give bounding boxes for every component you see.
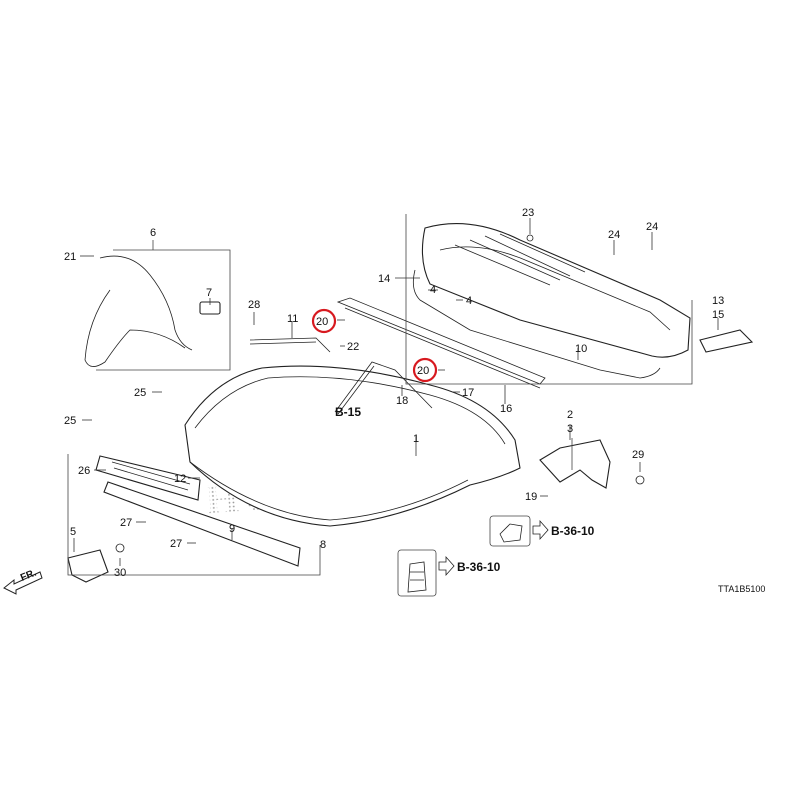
- callout-6: 6: [150, 227, 156, 239]
- callout-23: 23: [522, 207, 534, 219]
- group-frame-14: [405, 214, 693, 385]
- callout-16: 16: [500, 403, 512, 415]
- callout-20a: 20: [316, 316, 328, 328]
- reference-b-36-10-upper: B-36-10: [551, 524, 595, 538]
- arrow-to-b36-10-upper: [532, 519, 549, 541]
- callout-12: 12: [174, 473, 186, 485]
- arrow-to-b36-10-lower: [438, 555, 455, 577]
- callout-13: 13: [712, 295, 724, 307]
- reference-b-36-10-lower: B-36-10: [457, 560, 501, 574]
- callout-9: 9: [229, 523, 235, 535]
- callout-30: 30: [114, 567, 126, 579]
- callout-19: 19: [525, 491, 537, 503]
- hood-hinge: [539, 439, 645, 489]
- callout-28: 28: [248, 299, 260, 311]
- bumper-stop-icon: [397, 549, 437, 597]
- callout-18: 18: [396, 395, 408, 407]
- callout-25a: 25: [134, 387, 146, 399]
- callout-2: 2: [567, 409, 573, 421]
- callout-17: 17: [462, 387, 474, 399]
- group-frame-6: [96, 240, 231, 371]
- callout-27a: 27: [120, 517, 132, 529]
- callout-10: 10: [575, 343, 587, 355]
- reference-b-15: B-15: [335, 405, 361, 419]
- hood-latch: [67, 543, 125, 583]
- callout-14: 14: [378, 273, 390, 285]
- front-direction-arrow: FR.: [3, 567, 43, 595]
- group-frame-8: [67, 454, 321, 576]
- callout-4b: 4: [466, 295, 472, 307]
- callout-7: 7: [206, 287, 212, 299]
- callout-1: 1: [413, 433, 419, 445]
- hood-seal-strip: [336, 297, 546, 389]
- clip-icon-a: [489, 515, 531, 547]
- hood-release-cable: [84, 255, 221, 367]
- cowl-side-cover: [699, 329, 754, 353]
- callout-24a: 24: [608, 229, 620, 241]
- callout-27b: 27: [170, 538, 182, 550]
- cowl-top-panel: [412, 223, 691, 379]
- callout-5: 5: [70, 526, 76, 538]
- callout-3: 3: [567, 423, 573, 435]
- callout-15: 15: [712, 309, 724, 321]
- highlight-circle-20-upper: [311, 308, 337, 334]
- callout-numbers: 1 2 3 4 4 5 6 7 8 9 10 11 12 13 14 15 16…: [64, 207, 724, 579]
- callout-25b: 25: [64, 415, 76, 427]
- callout-26: 26: [78, 465, 90, 477]
- callout-8: 8: [320, 539, 326, 551]
- callout-24b: 24: [646, 221, 658, 233]
- callout-11: 11: [287, 313, 298, 325]
- highlight-circle-20-lower: [412, 357, 438, 383]
- callout-22: 22: [347, 341, 359, 353]
- callout-29: 29: [632, 449, 644, 461]
- hood-panel: [184, 365, 521, 527]
- leader-lines: [73, 218, 719, 566]
- hood-support-rods: [249, 337, 433, 415]
- callout-20b: 20: [417, 365, 429, 377]
- drawing-code: TTA1B5100: [718, 584, 765, 594]
- callout-21: 21: [64, 251, 76, 263]
- front-hood-strip: [95, 455, 301, 567]
- callout-4a: 4: [430, 284, 436, 296]
